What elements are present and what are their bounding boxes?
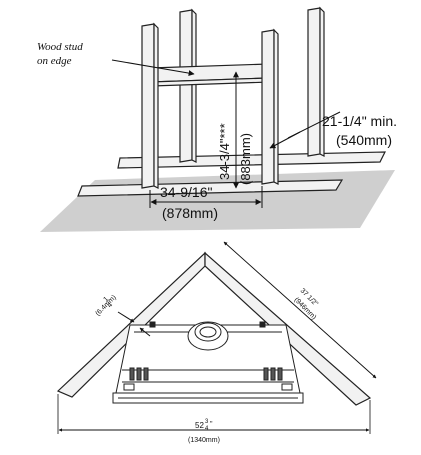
gap-imperial-frac: 4 <box>106 302 114 310</box>
back-studs <box>179 6 325 163</box>
span-inch-mark: " <box>210 421 213 428</box>
framing-isometric: Wood stud on edge 34-3/4"*** (883mm) 21-… <box>37 6 397 232</box>
span-frac-num: 3 <box>205 419 209 425</box>
corner-plan: 1 4 (6.4mm) 37 1/2" (946mm) 52 3 4 " (13… <box>56 241 377 444</box>
left-vents <box>129 367 149 381</box>
stud-label-line2: on edge <box>37 55 72 67</box>
depth-arrow <box>269 131 301 149</box>
depth-imperial: 21-1/4" min. <box>322 113 397 129</box>
right-vents <box>263 367 283 381</box>
fireplace-unit <box>112 321 304 404</box>
span-metric: (1340mm) <box>188 437 220 444</box>
gap-imperial-whole: 1 <box>102 296 110 304</box>
height-imperial: 34-3/4"*** <box>217 123 232 180</box>
width-imperial: 34-9/16" <box>160 184 212 200</box>
depth-metric: (540mm) <box>336 132 392 148</box>
stud-leader <box>111 59 195 77</box>
span-whole: 52 <box>195 421 204 430</box>
header-beam <box>149 63 271 87</box>
span-dimension: 52 3 4 " (1340mm) <box>57 394 371 444</box>
width-metric: (878mm) <box>162 205 218 221</box>
height-metric: (883mm) <box>238 133 253 185</box>
span-frac-den: 4 <box>205 426 209 432</box>
floor-plates <box>77 151 386 197</box>
stud-label-line1: Wood stud <box>37 41 83 53</box>
